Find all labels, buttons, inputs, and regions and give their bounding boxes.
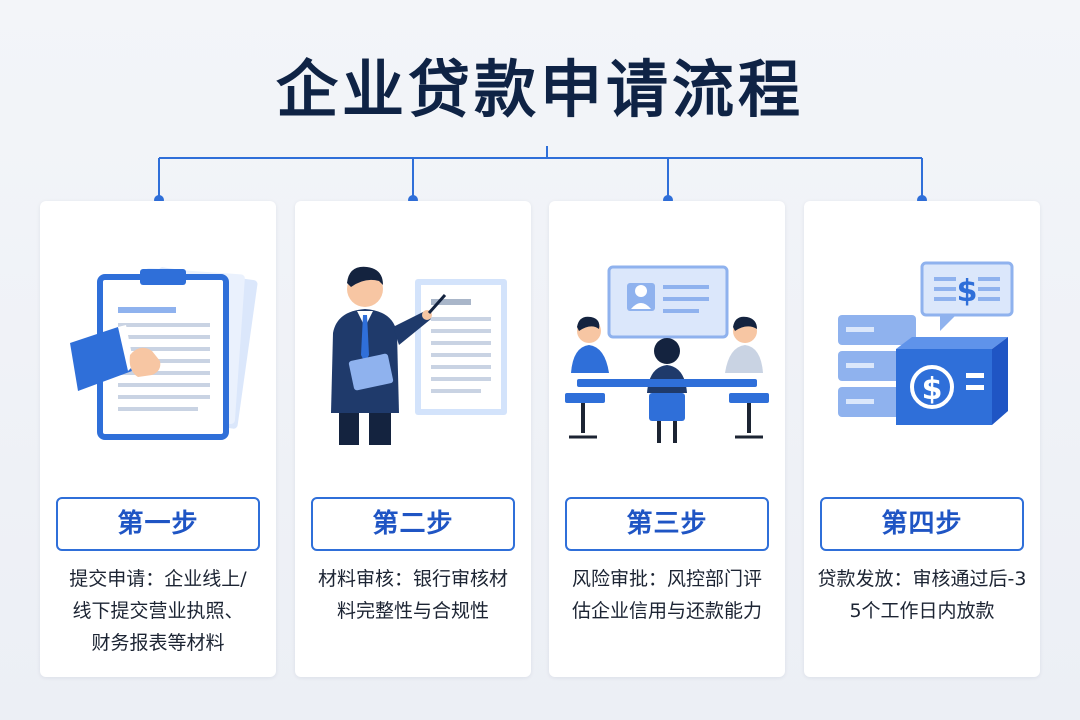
step-description: 提交申请：企业线上/ 线下提交营业执照、 财务报表等材料 — [50, 563, 266, 659]
description-line: 材料审核：银行审核材 — [317, 568, 508, 590]
description-line: 风险审批：风控部门评 — [571, 568, 762, 590]
step-badge: 第二步 — [311, 497, 515, 551]
description-line: 提交申请：企业线上/ — [69, 568, 247, 590]
description-line: 料完整性与合规性 — [336, 600, 489, 622]
description-line: 财务报表等材料 — [91, 632, 225, 654]
step-card-4: $ $ 第四步 贷款发放：审核通过后-3 5个工作日内放款 — [804, 201, 1040, 677]
page-title: 企业贷款申请流程 — [275, 53, 804, 126]
description-line: 5个工作日内放款 — [849, 600, 995, 622]
step-badge: 第一步 — [56, 497, 260, 551]
step-description: 贷款发放：审核通过后-3 5个工作日内放款 — [814, 563, 1030, 627]
step-card-2: 第二步 材料审核：银行审核材 料完整性与合规性 — [295, 201, 531, 677]
step-card-1: 第一步 提交申请：企业线上/ 线下提交营业执照、 财务报表等材料 — [40, 201, 276, 677]
money-server-icon: $ $ — [838, 261, 1014, 425]
step-badge: 第四步 — [820, 497, 1024, 551]
svg-text:$: $ — [922, 372, 943, 407]
step-description: 材料审核：银行审核材 料完整性与合规性 — [305, 563, 521, 627]
step-badge: 第三步 — [565, 497, 769, 551]
description-line: 估企业信用与还款能力 — [571, 600, 762, 622]
step-card-3: 第三步 风险审批：风控部门评 估企业信用与还款能力 — [549, 201, 785, 677]
svg-text:$: $ — [957, 274, 978, 309]
document-clipboard-icon — [70, 267, 258, 440]
step-description: 风险审批：风控部门评 估企业信用与还款能力 — [559, 563, 775, 627]
flow-connector — [154, 146, 927, 205]
description-line: 贷款发放：审核通过后-3 — [817, 568, 1027, 590]
meeting-icon — [565, 265, 769, 443]
description-line: 线下提交营业执照、 — [72, 600, 244, 622]
presenter-icon — [331, 266, 507, 445]
